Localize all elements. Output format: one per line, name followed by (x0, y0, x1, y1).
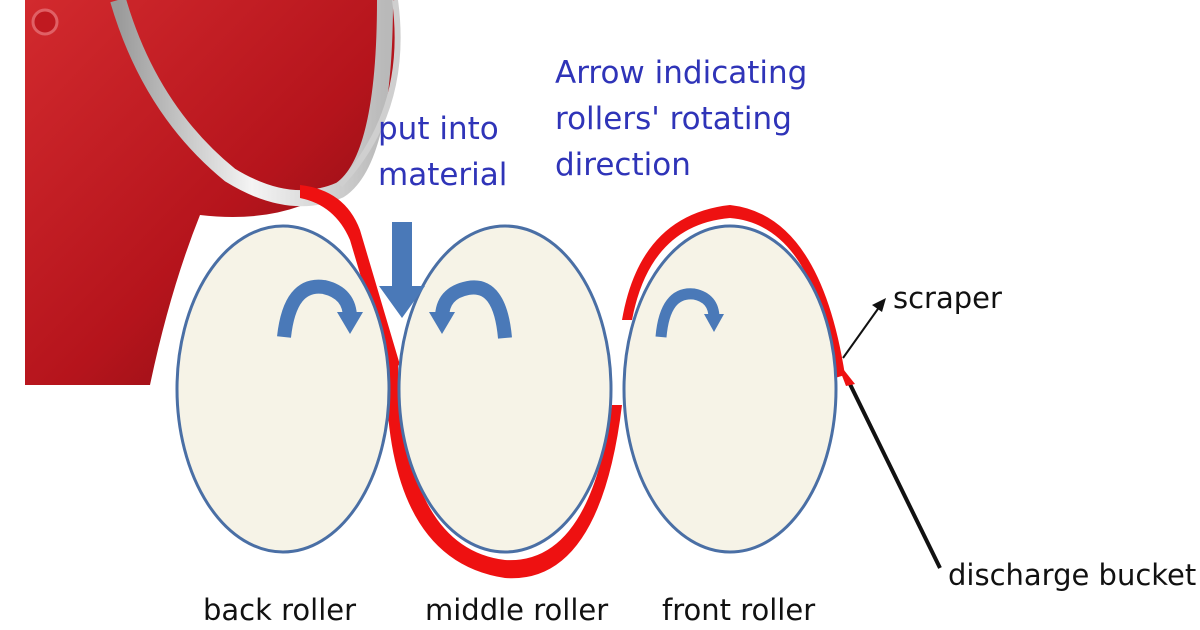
front-roller (622, 224, 838, 554)
back-roller (175, 224, 391, 554)
bucket-body (25, 0, 398, 385)
bucket-rim (110, 0, 393, 207)
put-into-material-label: put into material (378, 106, 507, 198)
back-roller-label: back roller (203, 593, 357, 627)
middle-roller (397, 224, 613, 554)
material-layer-front (622, 205, 845, 378)
feed-down-arrow (379, 222, 425, 318)
rotation-arrow-middle (429, 280, 512, 339)
bucket-rivet (31, 8, 59, 36)
scraper-label: scraper (893, 281, 1002, 315)
rotation-direction-line-2: rollers' rotating (555, 101, 792, 137)
scraper-pointer-arrow (842, 298, 886, 359)
front-roller-label: front roller (662, 593, 816, 627)
discharge-line (844, 375, 942, 569)
put-into-material-line-1: put into (378, 111, 499, 147)
pouring-bucket (25, 0, 401, 385)
rotation-direction-line-3: direction (555, 147, 691, 183)
rotation-arrow-back (277, 279, 363, 338)
scraper-blade (836, 360, 855, 386)
middle-roller-label: middle roller (425, 593, 609, 627)
bucket-rim-edge (337, 0, 401, 188)
discharge-bucket-label: discharge bucket (948, 558, 1197, 592)
rotation-direction-label: Arrow indicating rollers' rotating direc… (555, 50, 807, 188)
rotation-arrow-front (655, 288, 724, 338)
rotation-direction-line-1: Arrow indicating (555, 55, 808, 91)
put-into-material-line-2: material (378, 157, 508, 193)
